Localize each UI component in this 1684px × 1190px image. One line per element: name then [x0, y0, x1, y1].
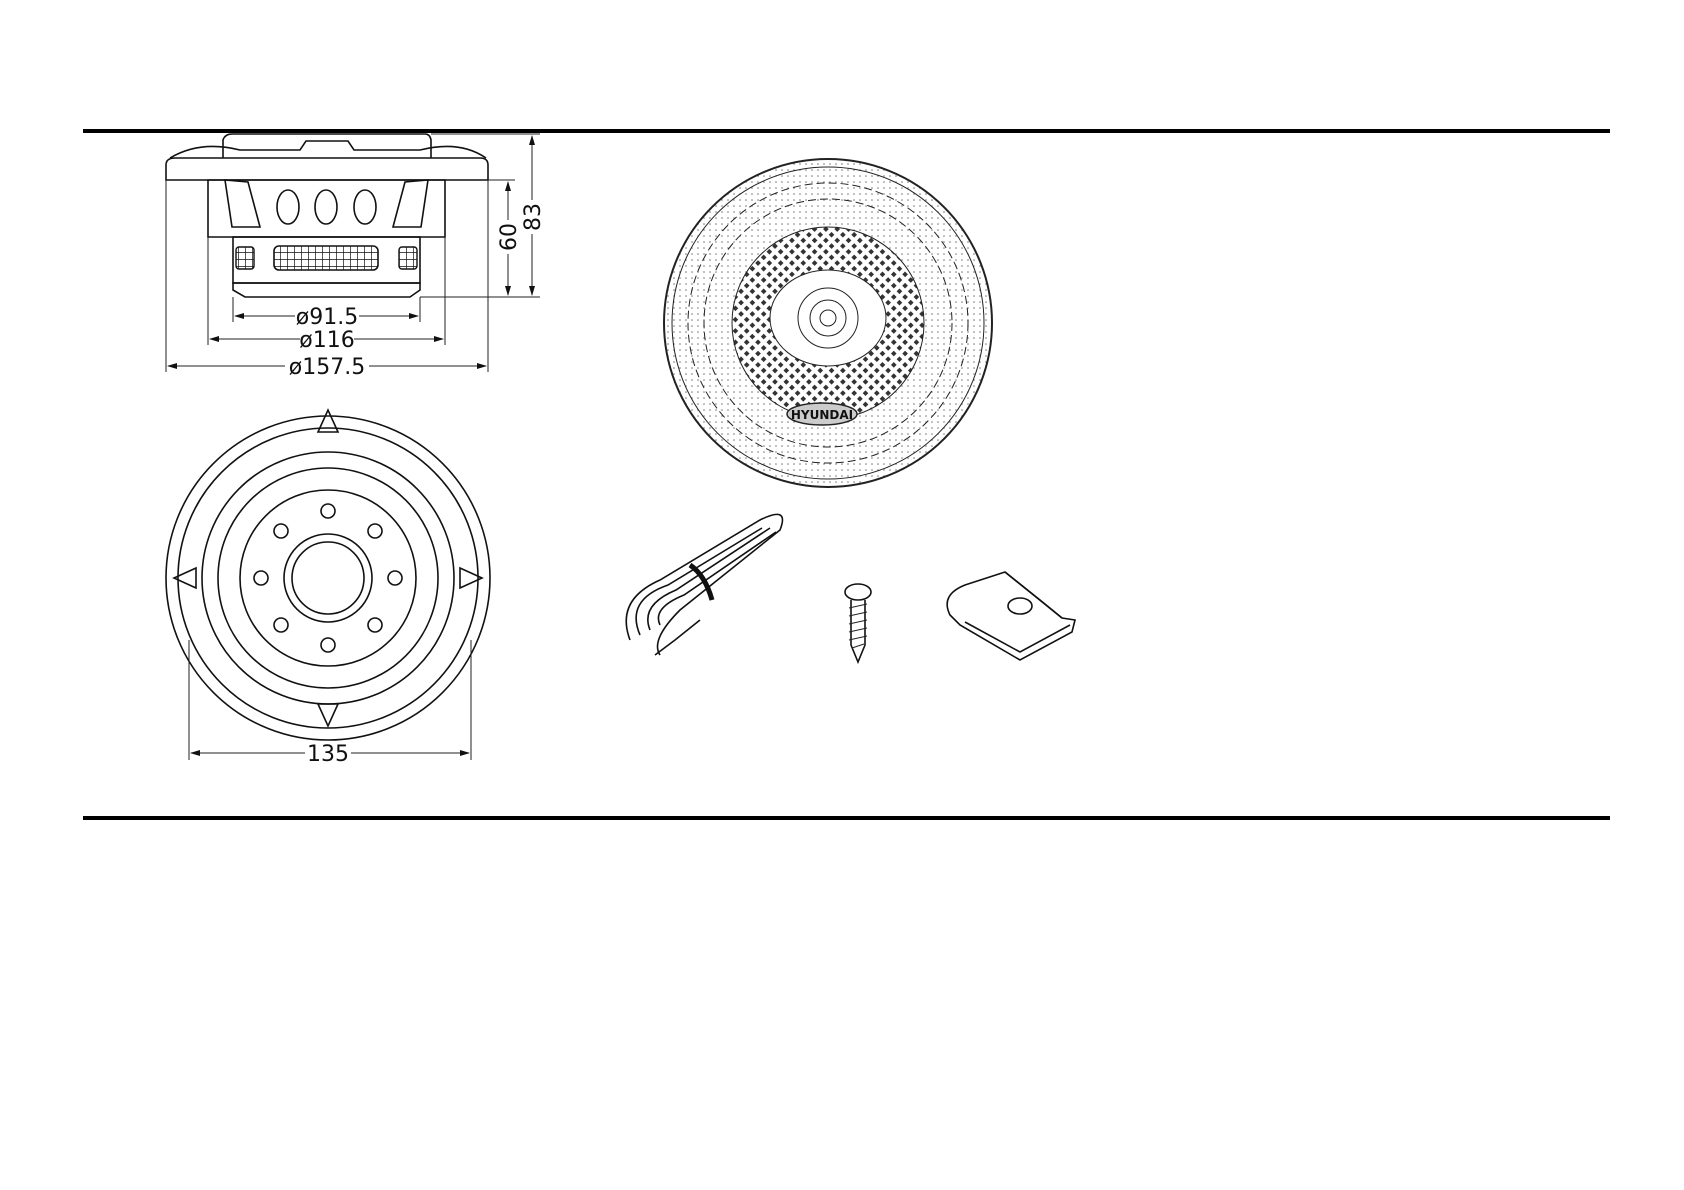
speed-clip-illustration — [947, 572, 1075, 660]
speaker-grille-illustration: HYUNDAI — [664, 159, 992, 487]
bolt-holes — [254, 504, 402, 652]
front-view-drawing — [166, 410, 490, 760]
dim-magnet-diameter: ø91.5 — [296, 305, 358, 330]
dim-total-depth: 83 — [521, 203, 546, 231]
hyundai-logo-text: HYUNDAI — [791, 408, 853, 422]
dim-mount-width: 135 — [307, 742, 349, 767]
dim-overall-diameter: ø157.5 — [289, 355, 365, 380]
speaker-cable-illustration — [626, 514, 782, 655]
mounting-screw-illustration — [845, 584, 871, 662]
dim-mount-depth: 60 — [497, 223, 522, 251]
front-view-dimensions: 135 — [191, 741, 469, 767]
dim-basket-diameter: ø116 — [299, 328, 354, 353]
